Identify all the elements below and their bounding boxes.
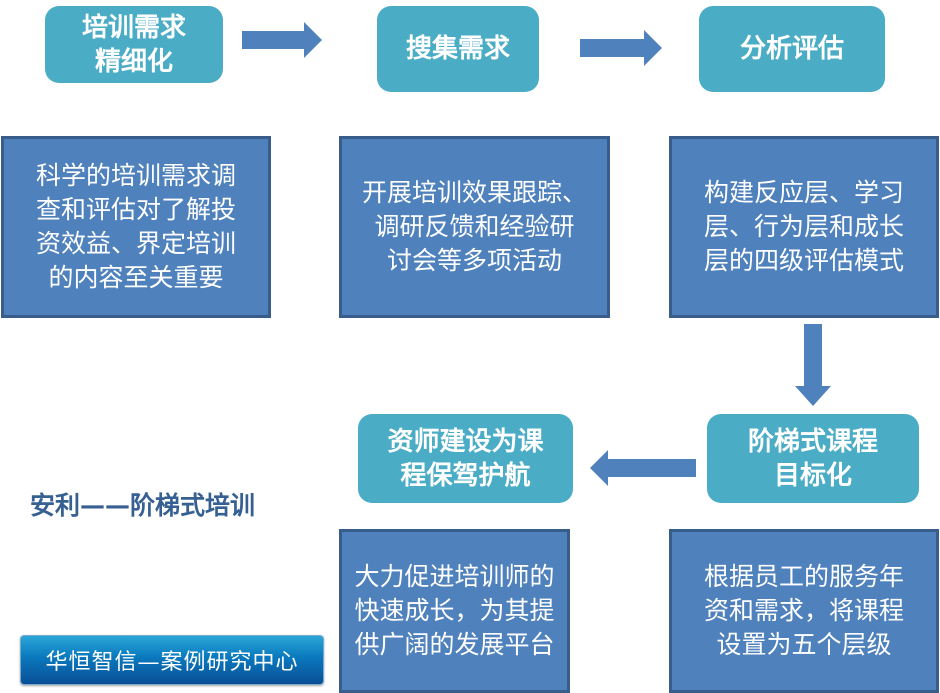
desc-line: 供广阔的发展平台 (354, 630, 555, 659)
desc-line: 构建反应层、学习 (703, 178, 904, 207)
desc-line: 根据员工的服务年 (703, 562, 904, 591)
step-collect-needs: 搜集需求 (377, 6, 539, 92)
desc-line: 设置为五个层级 (716, 630, 892, 659)
step-line: 目标化 (773, 460, 852, 491)
arrow-right-icon (580, 30, 662, 66)
desc-line: 层的四级评估模式 (703, 246, 904, 275)
step-line: 分析评估 (739, 34, 844, 64)
desc-tracking-activities: 开展培训效果跟踪、 调研反馈和经验研 讨会等多项活动 (339, 136, 610, 318)
arrow-down-icon (795, 324, 831, 406)
desc-line: 资和需求，将课程 (703, 596, 904, 625)
desc-line: 大力促进培训师的 (354, 562, 555, 591)
step-line: 精细化 (94, 46, 173, 77)
step-analysis-evaluation: 分析评估 (699, 6, 885, 92)
desc-line: 查和评估对了解投 (35, 195, 236, 224)
arrow-right-shape (580, 30, 662, 66)
arrow-right-icon (242, 22, 322, 58)
desc-four-level-model: 构建反应层、学习 层、行为层和成长 层的四级评估模式 (669, 136, 939, 318)
desc-needs-survey: 科学的培训需求调 查和评估对了解投 资效益、界定培训 的内容至关重要 (1, 136, 271, 318)
step-line: 资师建设为课 (387, 426, 544, 457)
step-tiered-course-goals: 阶梯式课程 目标化 (707, 414, 919, 503)
desc-line: 科学的培训需求调 (35, 161, 236, 190)
arrow-left-shape (590, 450, 696, 486)
desc-line: 开展培训效果跟踪、 (361, 178, 587, 207)
step-training-needs-refinement: 培训需求 精细化 (45, 6, 223, 83)
step-line: 阶梯式课程 (747, 426, 878, 457)
step-line: 培训需求 (81, 12, 186, 43)
desc-line: 讨会等多项活动 (386, 246, 562, 275)
desc-line: 的内容至关重要 (48, 263, 224, 292)
arrow-right-shape (242, 22, 322, 58)
desc-line: 资效益、界定培训 (35, 229, 236, 258)
desc-five-levels: 根据员工的服务年 资和需求，将课程 设置为五个层级 (669, 529, 939, 693)
arrow-left-icon (590, 450, 696, 486)
desc-line: 调研反馈和经验研 (374, 212, 575, 241)
step-instructor-building: 资师建设为课 程保驾护航 (358, 414, 573, 503)
arrow-down-shape (795, 324, 831, 406)
diagram-caption: 安利——阶梯式培训 (30, 491, 256, 520)
source-badge: 华恒智信—案例研究中心 (20, 635, 324, 685)
step-line: 搜集需求 (405, 34, 510, 64)
step-line: 程保驾护航 (400, 460, 531, 491)
desc-line: 快速成长，为其提 (354, 596, 555, 625)
desc-trainer-growth: 大力促进培训师的 快速成长，为其提 供广阔的发展平台 (339, 529, 570, 693)
desc-line: 层、行为层和成长 (703, 212, 904, 241)
